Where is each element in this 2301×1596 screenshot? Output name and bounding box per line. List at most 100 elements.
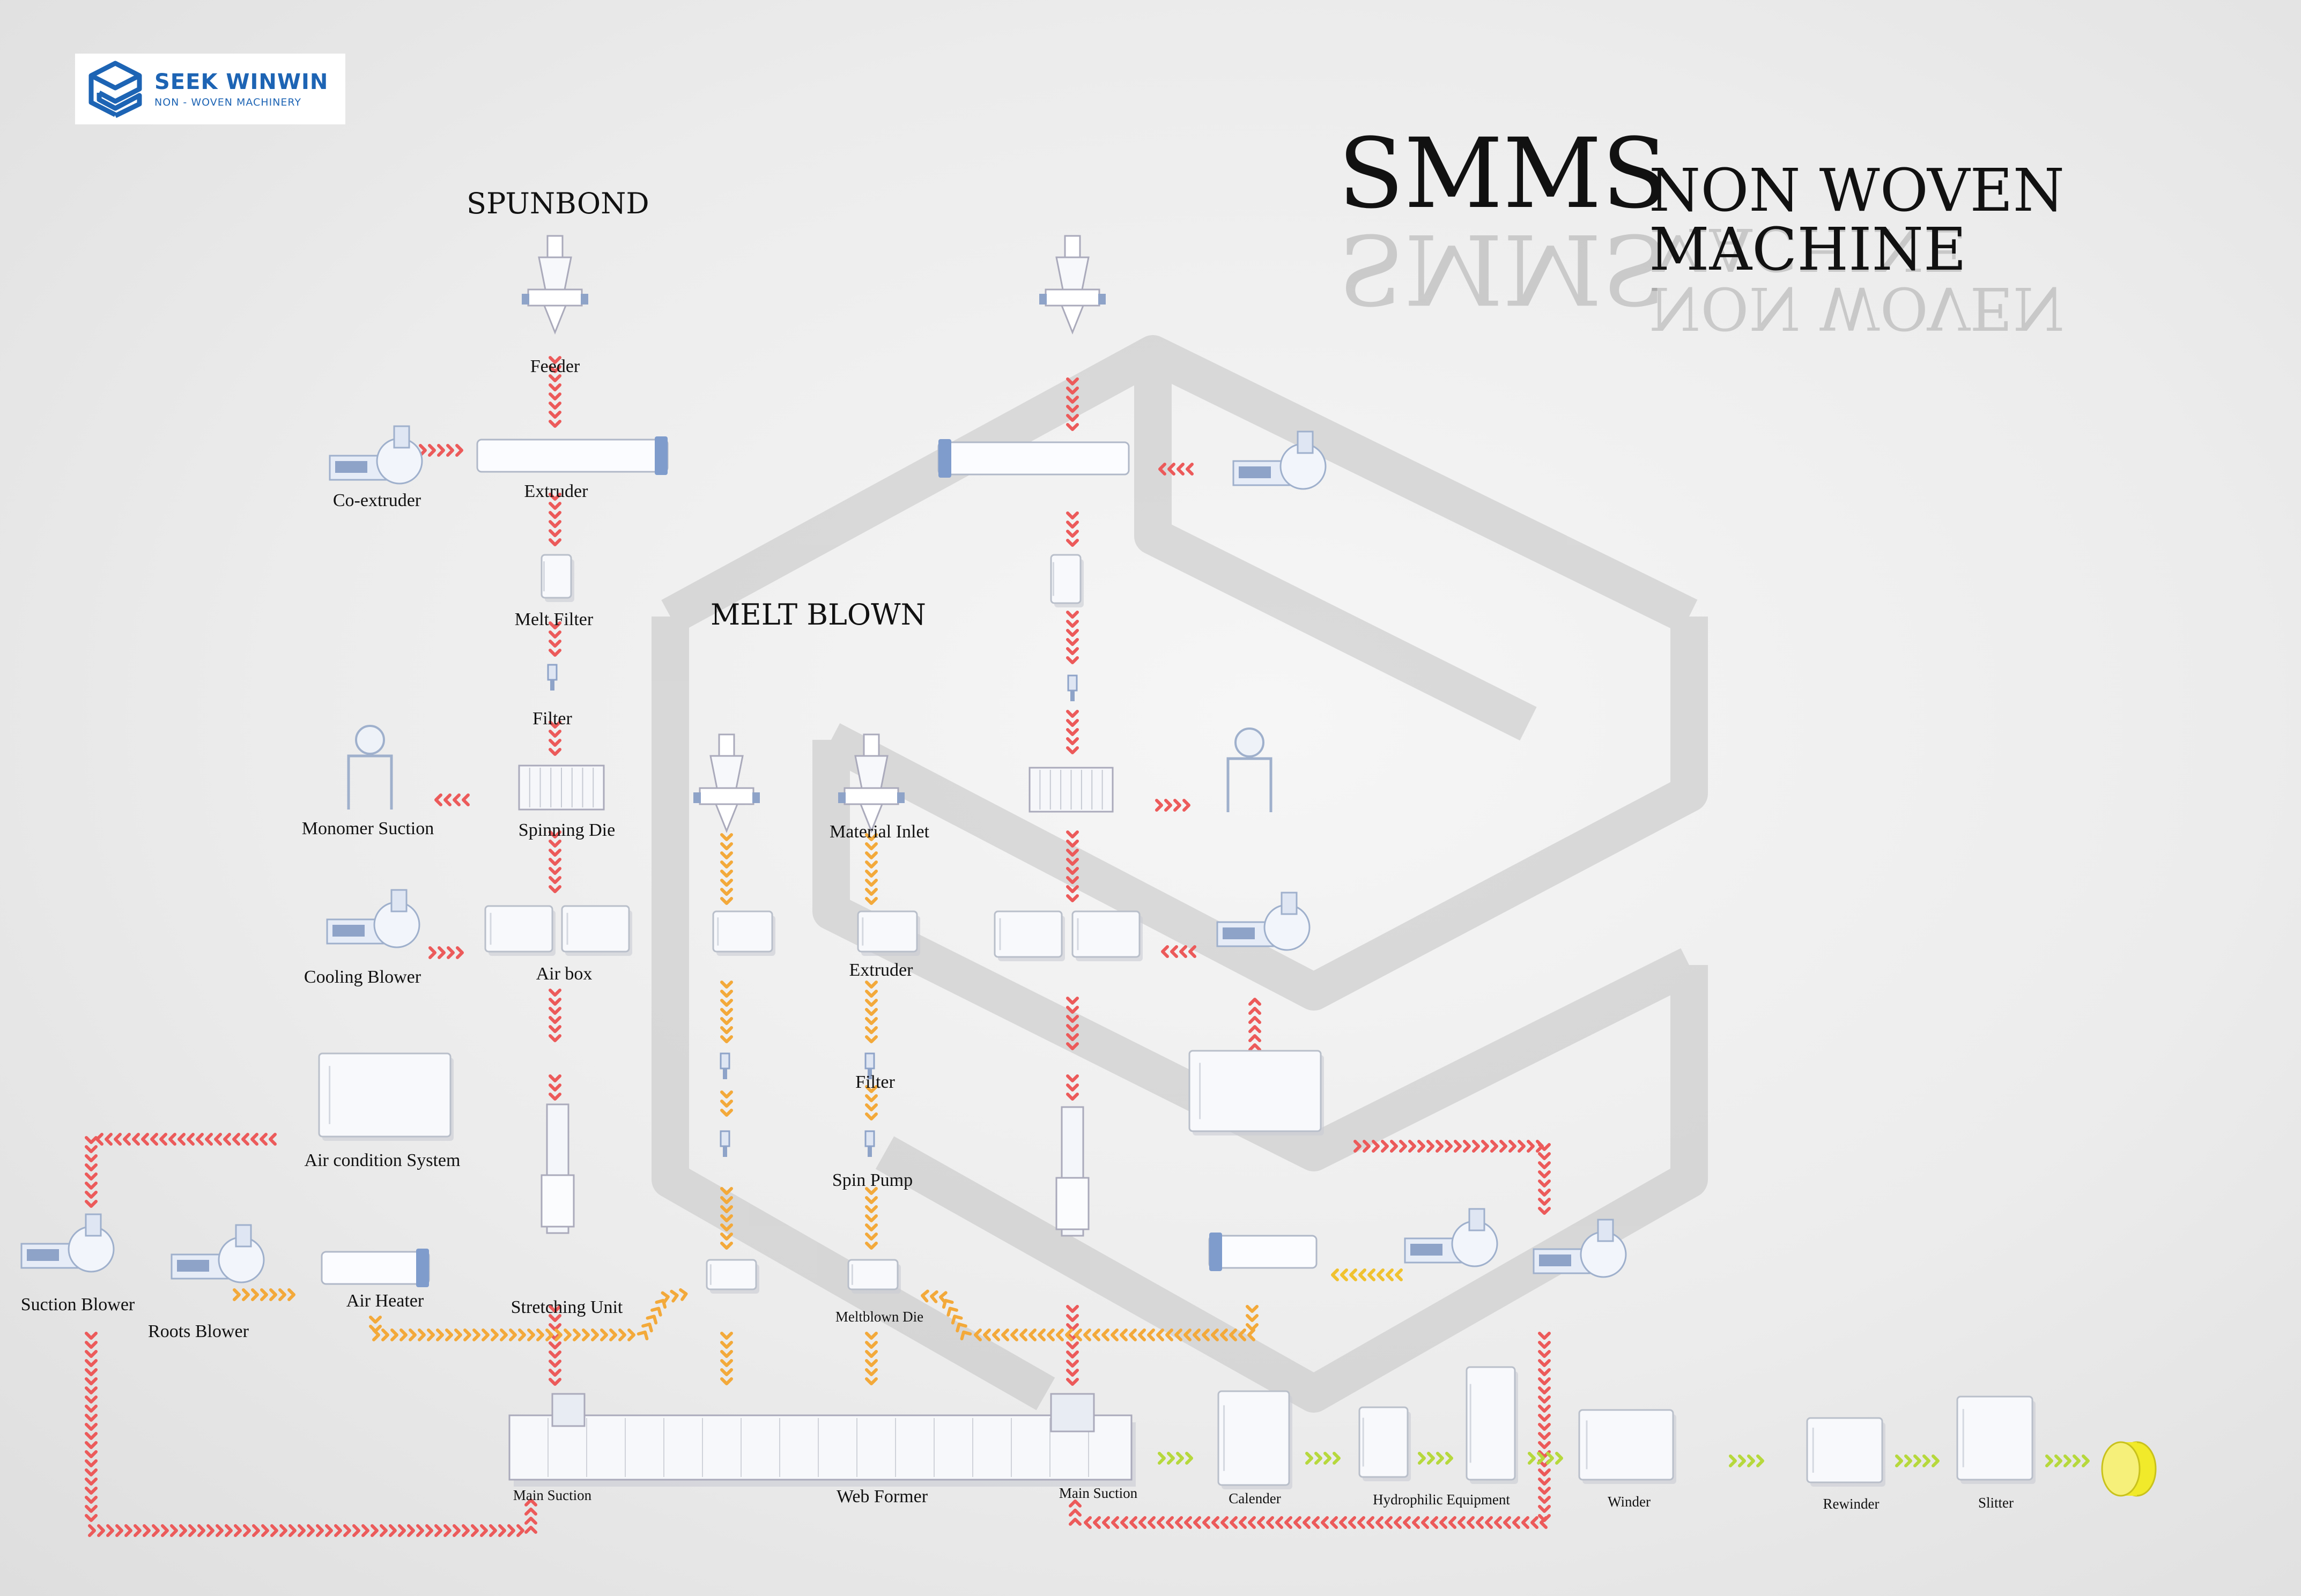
title-main: SMMS bbox=[1338, 118, 1668, 230]
extruder-1 bbox=[476, 436, 669, 475]
roots-blower-1 bbox=[171, 1224, 265, 1283]
flow-arrow-8 bbox=[549, 989, 561, 1042]
flow-arrow-36 bbox=[865, 1085, 878, 1120]
flow-arrow-2 bbox=[549, 493, 561, 546]
flow-arrow-34 bbox=[865, 981, 878, 1043]
roots-blower-2 bbox=[1404, 1208, 1498, 1267]
filter-1 bbox=[547, 664, 558, 691]
co-extruder-2 bbox=[1232, 430, 1327, 490]
label-filter: Filter bbox=[532, 709, 572, 729]
co-extruder-1 bbox=[329, 425, 423, 485]
stretching-unit-1 bbox=[541, 1103, 575, 1234]
monomer-suction-2 bbox=[1226, 728, 1272, 812]
flow-arrow-17 bbox=[1066, 511, 1079, 547]
flow-arrow-12 bbox=[85, 1332, 537, 1537]
flow-arrow-45 bbox=[1729, 1454, 1764, 1467]
flow-arrow-38 bbox=[865, 1187, 878, 1250]
flow-arrow-20 bbox=[1155, 799, 1190, 812]
mb-filter-1 bbox=[720, 1052, 730, 1079]
label-main-suction-left: Main Suction bbox=[513, 1487, 592, 1503]
flow-arrow-26 bbox=[1248, 998, 1261, 1051]
flow-arrow-13 bbox=[233, 1288, 295, 1301]
mb-extruder-2 bbox=[857, 910, 920, 956]
flow-arrow-42 bbox=[1305, 1452, 1341, 1465]
cooling-blower-2 bbox=[1216, 892, 1311, 951]
flow-arrow-40 bbox=[865, 1332, 878, 1385]
flow-arrow-23 bbox=[1066, 997, 1079, 1050]
flow-arrow-43 bbox=[1418, 1452, 1453, 1465]
finished-roll bbox=[2101, 1441, 2157, 1497]
equipment-drawings bbox=[20, 235, 2157, 1497]
label-mb-extruder: Extruder bbox=[849, 960, 913, 980]
air-box-1b bbox=[561, 905, 632, 956]
flow-arrows bbox=[85, 356, 2090, 1537]
melt-filter-2 bbox=[1050, 554, 1084, 607]
brand-logo: SEEK WINWIN NON - WOVEN MACHINERY bbox=[75, 54, 345, 124]
flow-arrow-37 bbox=[720, 1187, 733, 1250]
label-extruder: Extruder bbox=[524, 481, 588, 501]
label-hydrophilic-equipment: Hydrophilic Equipment bbox=[1373, 1491, 1510, 1508]
flow-arrow-30 bbox=[921, 1289, 1259, 1341]
melt-filter-1 bbox=[541, 554, 574, 602]
label-meltblown-die: Meltblown Die bbox=[835, 1309, 924, 1325]
title-sub: NON WOVEN MACHINE bbox=[1649, 156, 2065, 284]
flow-arrow-11 bbox=[85, 1133, 277, 1208]
label-spinning-die: Spinning Die bbox=[518, 820, 616, 840]
label-cooling-blower: Cooling Blower bbox=[304, 967, 421, 987]
meltblown-die-2 bbox=[847, 1259, 901, 1294]
feeder-spunbond-2 bbox=[1039, 235, 1106, 335]
flow-arrow-29 bbox=[1331, 1268, 1403, 1281]
air-condition-system-1 bbox=[318, 1052, 454, 1141]
flow-arrow-46 bbox=[1895, 1454, 1940, 1467]
feeder-spunbond-1 bbox=[522, 235, 588, 335]
flow-arrow-21 bbox=[1066, 830, 1079, 902]
label-winder: Winder bbox=[1608, 1494, 1651, 1510]
label-main-suction-right: Main Suction bbox=[1059, 1485, 1138, 1501]
brand-name: SEEK WINWIN bbox=[154, 70, 329, 94]
suction-blower-2 bbox=[1533, 1219, 1627, 1278]
mb-extruder-1 bbox=[712, 910, 775, 956]
label-feeder: Feeder bbox=[530, 357, 580, 376]
label-suction-blower: Suction Blower bbox=[20, 1295, 135, 1315]
extruder-2 bbox=[937, 439, 1130, 478]
air-heater-2 bbox=[1208, 1233, 1318, 1271]
flow-arrow-6 bbox=[434, 793, 470, 806]
suction-blower-1 bbox=[20, 1213, 115, 1273]
mb-spin-pump-2 bbox=[864, 1130, 875, 1157]
slitter-1 bbox=[1956, 1395, 2036, 1484]
flow-arrow-39 bbox=[720, 1332, 733, 1385]
label-monomer-suction: Monomer Suction bbox=[301, 819, 434, 838]
label-web-former: Web Former bbox=[836, 1487, 928, 1506]
flow-arrow-32 bbox=[865, 833, 878, 905]
air-box-2a bbox=[994, 910, 1065, 961]
label-material-inlet: Material Inlet bbox=[830, 822, 929, 842]
rewinder-1 bbox=[1806, 1417, 1885, 1487]
mb-spin-pump-1 bbox=[720, 1130, 730, 1157]
filter-2 bbox=[1067, 674, 1078, 701]
air-heater-1 bbox=[321, 1249, 430, 1287]
spinning-die-1 bbox=[518, 764, 605, 811]
flow-arrow-44 bbox=[1528, 1452, 1563, 1465]
flow-arrow-31 bbox=[720, 833, 733, 905]
hydrophilic-tower-1 bbox=[1466, 1366, 1518, 1484]
flow-arrow-9 bbox=[549, 1074, 561, 1101]
label-roots-blower: Roots Blower bbox=[148, 1322, 249, 1341]
mb-material-inlet-1 bbox=[693, 733, 760, 834]
calender-1 bbox=[1217, 1390, 1292, 1489]
hydrophilic-equipment-1 bbox=[1358, 1406, 1411, 1481]
label-mb-filter: Filter bbox=[855, 1072, 895, 1092]
flow-arrow-0 bbox=[549, 356, 561, 428]
title-main-reflection: SMMS bbox=[1338, 212, 1668, 324]
flow-arrow-33 bbox=[720, 981, 733, 1043]
flow-arrow-14 bbox=[369, 1288, 688, 1341]
flow-arrow-5 bbox=[549, 830, 561, 893]
flow-arrow-10 bbox=[549, 1305, 561, 1386]
label-spin-pump: Spin Pump bbox=[832, 1170, 913, 1190]
label-slitter: Slitter bbox=[1978, 1495, 2014, 1511]
flow-arrow-3 bbox=[549, 621, 561, 657]
flow-arrow-15 bbox=[1066, 377, 1079, 431]
flow-arrow-25 bbox=[1066, 1305, 1079, 1386]
web-former-line bbox=[508, 1393, 1136, 1487]
flow-arrow-4 bbox=[549, 721, 561, 756]
